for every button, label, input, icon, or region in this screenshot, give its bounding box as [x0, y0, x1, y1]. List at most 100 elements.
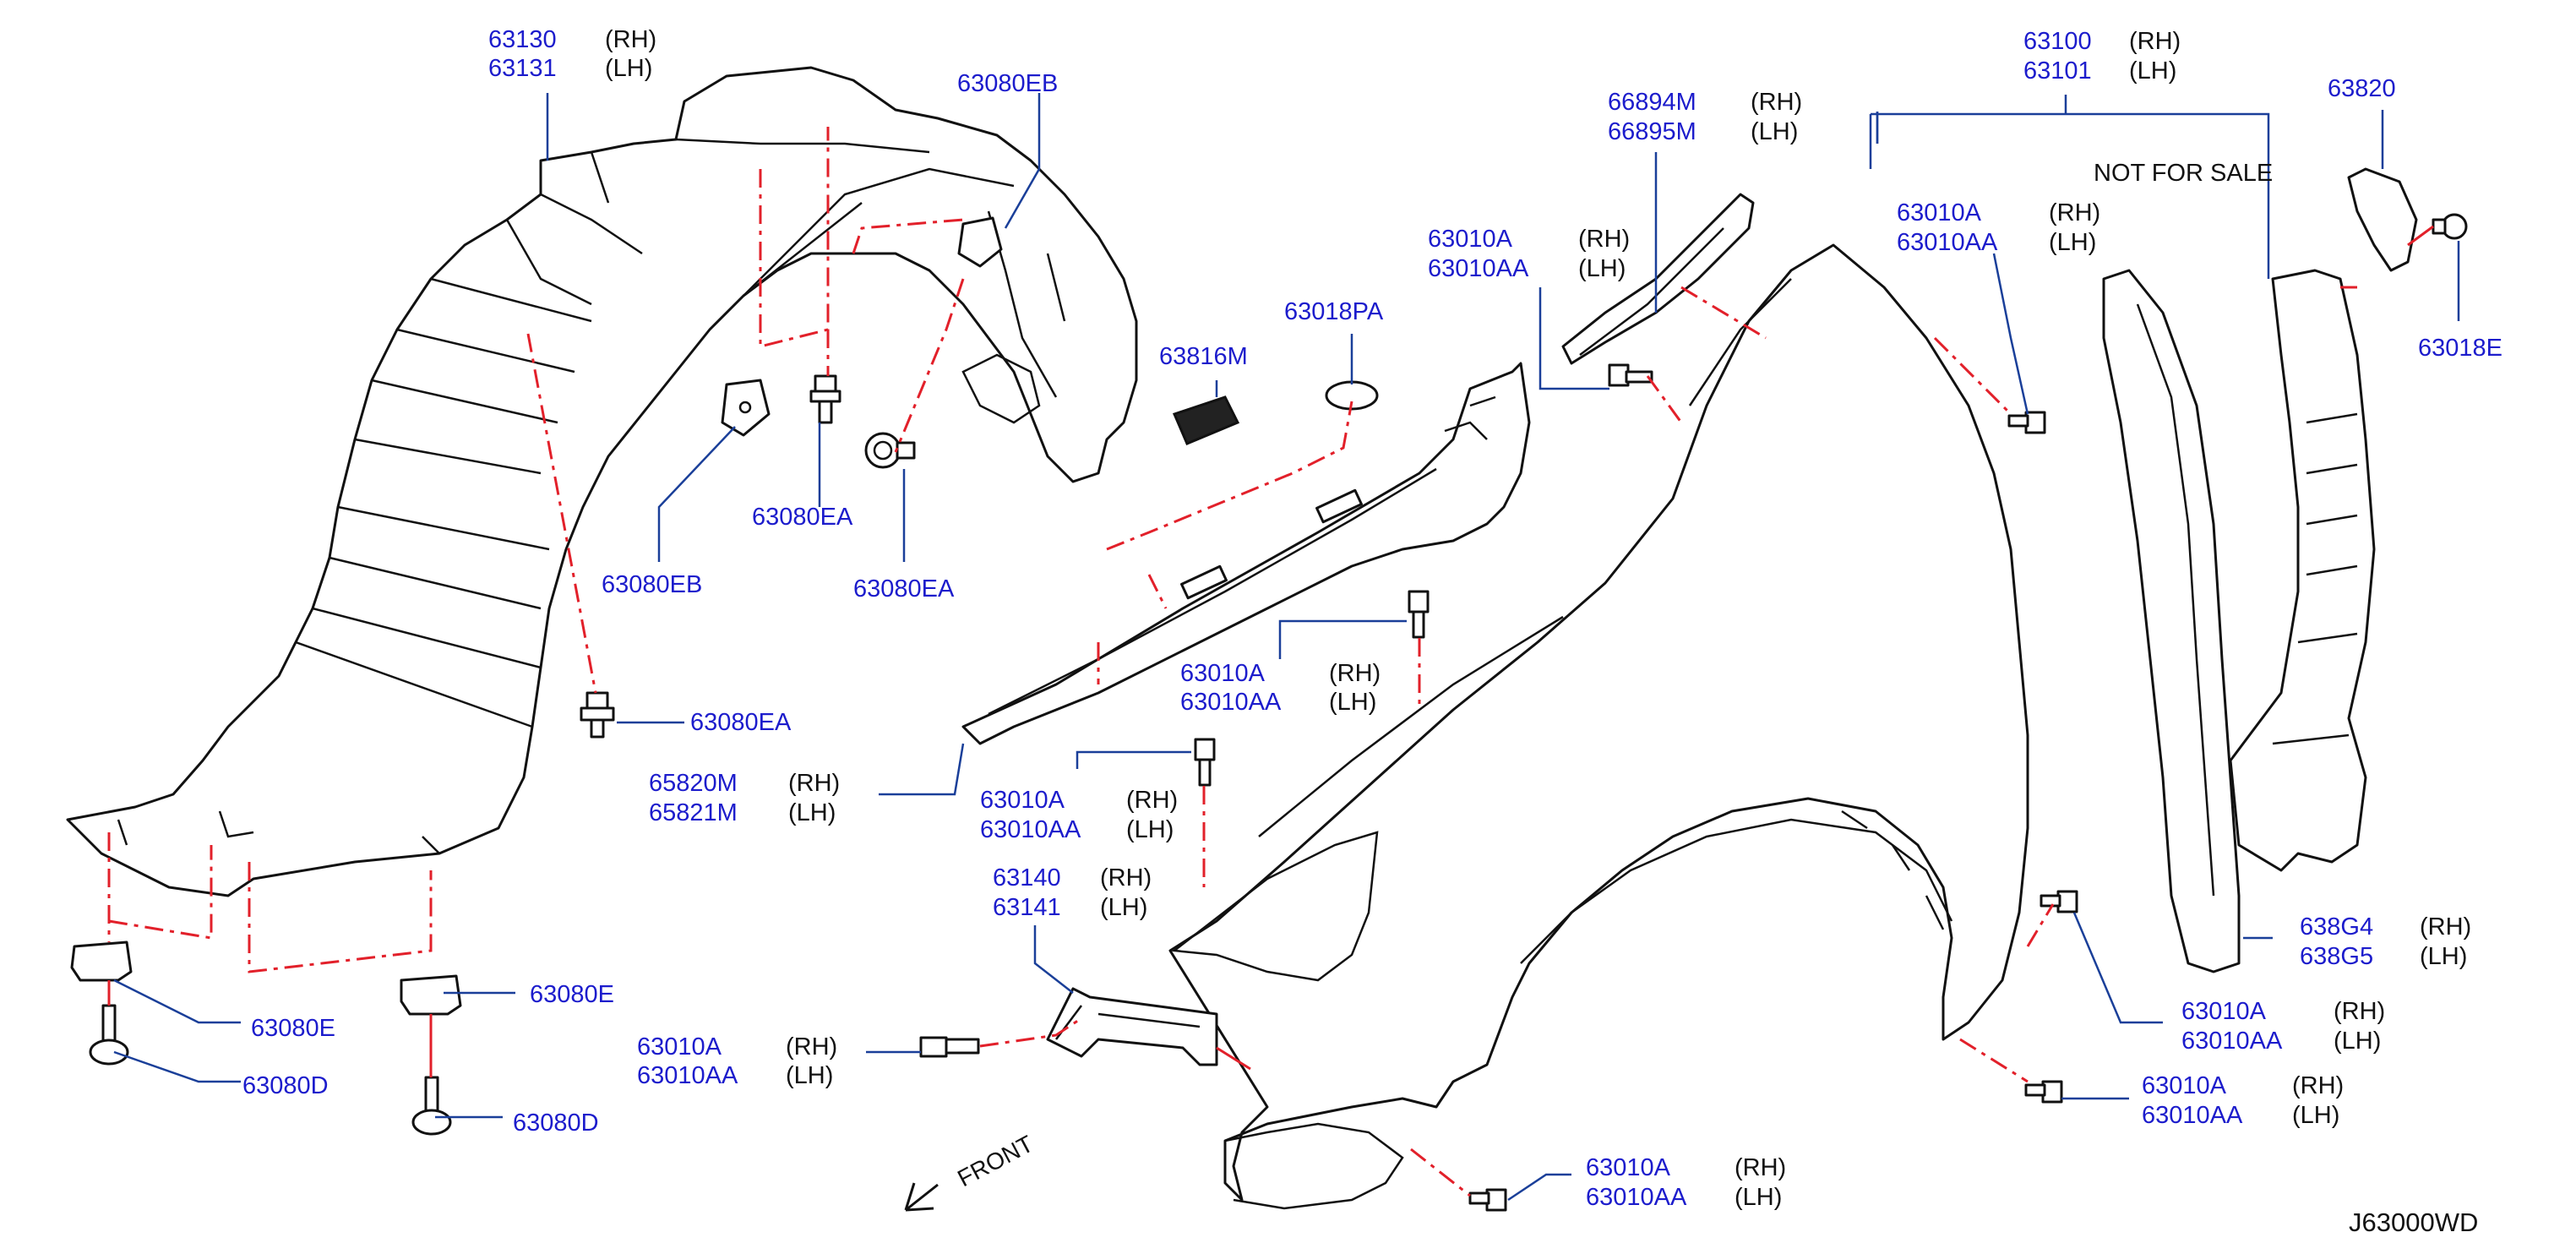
label-63130-side: (RH): [605, 26, 657, 53]
molding-638G4: [2102, 269, 2241, 973]
label-65821M-side: (LH): [788, 799, 836, 826]
front-arrow-icon: [904, 1182, 939, 1212]
bracket-63820: [2347, 167, 2418, 272]
front-fender: [1168, 243, 2029, 1210]
fender-protector: [66, 66, 1138, 897]
label-63010AA-d-side: (LH): [1578, 255, 1626, 282]
label-63141-side: (LH): [1100, 894, 1148, 921]
bolt-63010A-f: [2040, 890, 2078, 913]
label-63080EA-mid: 63080EA: [752, 504, 853, 531]
label-65820M-side: (RH): [788, 770, 841, 797]
label-63010A-e: 63010A: [1897, 199, 1981, 226]
label-66894M: 66894M: [1608, 89, 1696, 116]
label-63010AA-g-side: (LH): [2292, 1102, 2340, 1129]
label-63080EA-clip: 63080EA: [853, 575, 955, 602]
label-63010AA-d: 63010AA: [1428, 255, 1529, 282]
bolt-63010A-b: [1194, 738, 1216, 787]
bracket-63140: [1046, 987, 1218, 1066]
label-66894M-side: (RH): [1751, 89, 1803, 116]
label-63080E-left: 63080E: [251, 1015, 335, 1042]
label-63010AA-f-side: (LH): [2334, 1028, 2382, 1055]
label-63101: 63101: [2023, 57, 2092, 85]
label-63820: 63820: [2328, 75, 2396, 102]
clip-63080E-left: [70, 940, 133, 982]
label-63010AA-e-side: (LH): [2049, 229, 2097, 256]
bolt-63010A-c: [1408, 590, 1430, 639]
leader-lines: [113, 93, 2460, 1202]
label-65820M: 65820M: [649, 770, 738, 797]
label-63100: 63100: [2023, 28, 2092, 55]
bolt-63010A-g: [2024, 1080, 2063, 1104]
clip-63080EA-right: [864, 432, 916, 469]
label-63080EB-left: 63080EB: [602, 571, 703, 598]
bolt-63010A-h: [1468, 1188, 1507, 1212]
label-63010AA-h: 63010AA: [1586, 1184, 1687, 1211]
label-63010A-f: 63010A: [2181, 998, 2266, 1025]
label-63010A-d: 63010A: [1428, 226, 1512, 253]
screw-63080D-left: [89, 1004, 129, 1066]
label-63010AA-e: 63010AA: [1897, 229, 1998, 256]
label-63140-side: (RH): [1100, 864, 1152, 891]
label-63010A-f-side: (RH): [2334, 998, 2386, 1025]
label-638G5-side: (LH): [2420, 943, 2468, 970]
label-63130: 63130: [488, 26, 557, 53]
label-638G4: 638G4: [2300, 913, 2374, 940]
label-63010A-g-side: (RH): [2292, 1072, 2345, 1099]
assembly-lines: [107, 127, 2434, 1197]
label-63010AA-c: 63010AA: [1180, 689, 1282, 716]
clip-63080EA-low: [580, 691, 615, 739]
label-63816M: 63816M: [1159, 343, 1248, 370]
label-63131: 63131: [488, 55, 557, 82]
screw-63080D-mid: [411, 1076, 452, 1136]
label-63100-side: (RH): [2129, 28, 2181, 55]
label-63010A-h-side: (RH): [1735, 1154, 1787, 1181]
clip-63018E: [2432, 213, 2468, 240]
label-63010AA-a: 63010AA: [637, 1062, 738, 1089]
label-63010A-e-side: (RH): [2049, 199, 2101, 226]
label-63010A-b: 63010A: [980, 787, 1065, 814]
label-63101-side: (LH): [2129, 57, 2177, 85]
label-63131-side: (LH): [605, 55, 653, 82]
label-63010A-h: 63010A: [1586, 1154, 1670, 1181]
label-63010AA-g: 63010AA: [2142, 1102, 2243, 1129]
diagram-code: J63000WD: [2349, 1208, 2479, 1237]
label-63010A-c-side: (RH): [1329, 660, 1381, 687]
label-63010A-a: 63010A: [637, 1033, 722, 1060]
label-638G4-side: (RH): [2420, 913, 2472, 940]
label-63140: 63140: [993, 864, 1061, 891]
label-65821M: 65821M: [649, 799, 738, 826]
label-63010A-d-side: (RH): [1578, 226, 1631, 253]
front-label: FRONT: [953, 1131, 1037, 1192]
label-63010AA-f: 63010AA: [2181, 1028, 2283, 1055]
label-66895M: 66895M: [1608, 118, 1696, 145]
fender-garnish: [2229, 269, 2376, 872]
not-for-sale-note: NOT FOR SALE: [2094, 160, 2274, 187]
label-66895M-side: (LH): [1751, 118, 1799, 145]
label-63010A-g: 63010A: [2142, 1072, 2226, 1099]
label-63080EB-top: 63080EB: [957, 70, 1059, 97]
bolt-63010A-d: [1608, 363, 1653, 387]
label-63080D-left: 63080D: [242, 1072, 329, 1099]
fender-seal-65820M: [961, 362, 1531, 745]
bolt-63010A-a: [919, 1036, 980, 1058]
label-63080D-mid: 63080D: [513, 1110, 599, 1137]
label-63010A-b-side: (RH): [1126, 787, 1179, 814]
label-63018PA: 63018PA: [1284, 298, 1384, 325]
label-63141: 63141: [993, 894, 1061, 921]
foam-63816M: [1172, 395, 1240, 445]
label-63010A-a-side: (RH): [786, 1033, 838, 1060]
label-63010AA-a-side: (LH): [786, 1062, 834, 1089]
clip-63080EA-mid: [809, 374, 841, 424]
label-63010AA-b: 63010AA: [980, 816, 1081, 843]
label-63018E: 63018E: [2418, 335, 2502, 362]
label-63010A-c: 63010A: [1180, 660, 1265, 687]
label-63010AA-c-side: (LH): [1329, 689, 1377, 716]
clip-63080EB-mid: [721, 379, 771, 437]
label-63010AA-h-side: (LH): [1735, 1184, 1783, 1211]
clip-63080EB-top: [957, 216, 1003, 268]
bolt-63010A-e: [2007, 411, 2046, 434]
label-638G5: 638G5: [2300, 943, 2374, 970]
label-63010AA-b-side: (LH): [1126, 816, 1174, 843]
label-63080E-mid: 63080E: [530, 981, 614, 1008]
